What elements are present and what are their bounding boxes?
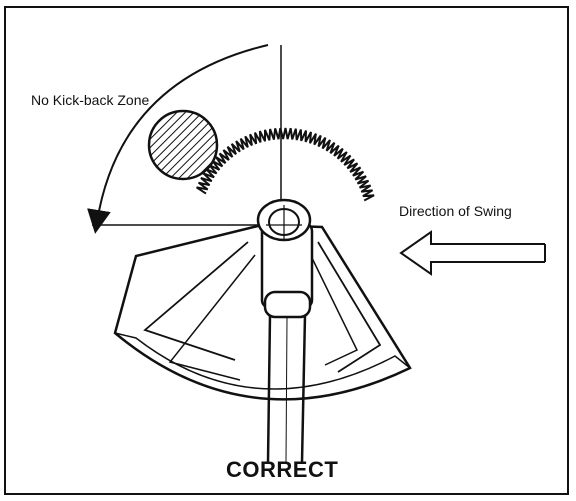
drive-shaft — [266, 314, 307, 463]
guard-rib-left-inner — [168, 254, 256, 381]
blade-guard — [113, 223, 412, 401]
guard-rib-left — [143, 241, 249, 361]
guard-rib-right-inner — [311, 257, 359, 366]
shaft-collar — [263, 290, 312, 319]
no-kickback-zone-circle — [147, 109, 219, 181]
guard-rim — [114, 332, 411, 390]
swing-direction-arrow — [399, 230, 545, 276]
drive-shaft-center — [285, 317, 288, 463]
saw-blade — [196, 127, 375, 202]
guard-rib-right — [317, 241, 382, 373]
diagram-frame — [4, 6, 569, 495]
no-kickback-zone-label: No Kick-back Zone — [31, 92, 150, 108]
direction-of-swing-label: Direction of Swing — [399, 203, 512, 219]
correct-caption: CORRECT — [226, 457, 339, 482]
zone-arc-arrow — [87, 44, 269, 234]
